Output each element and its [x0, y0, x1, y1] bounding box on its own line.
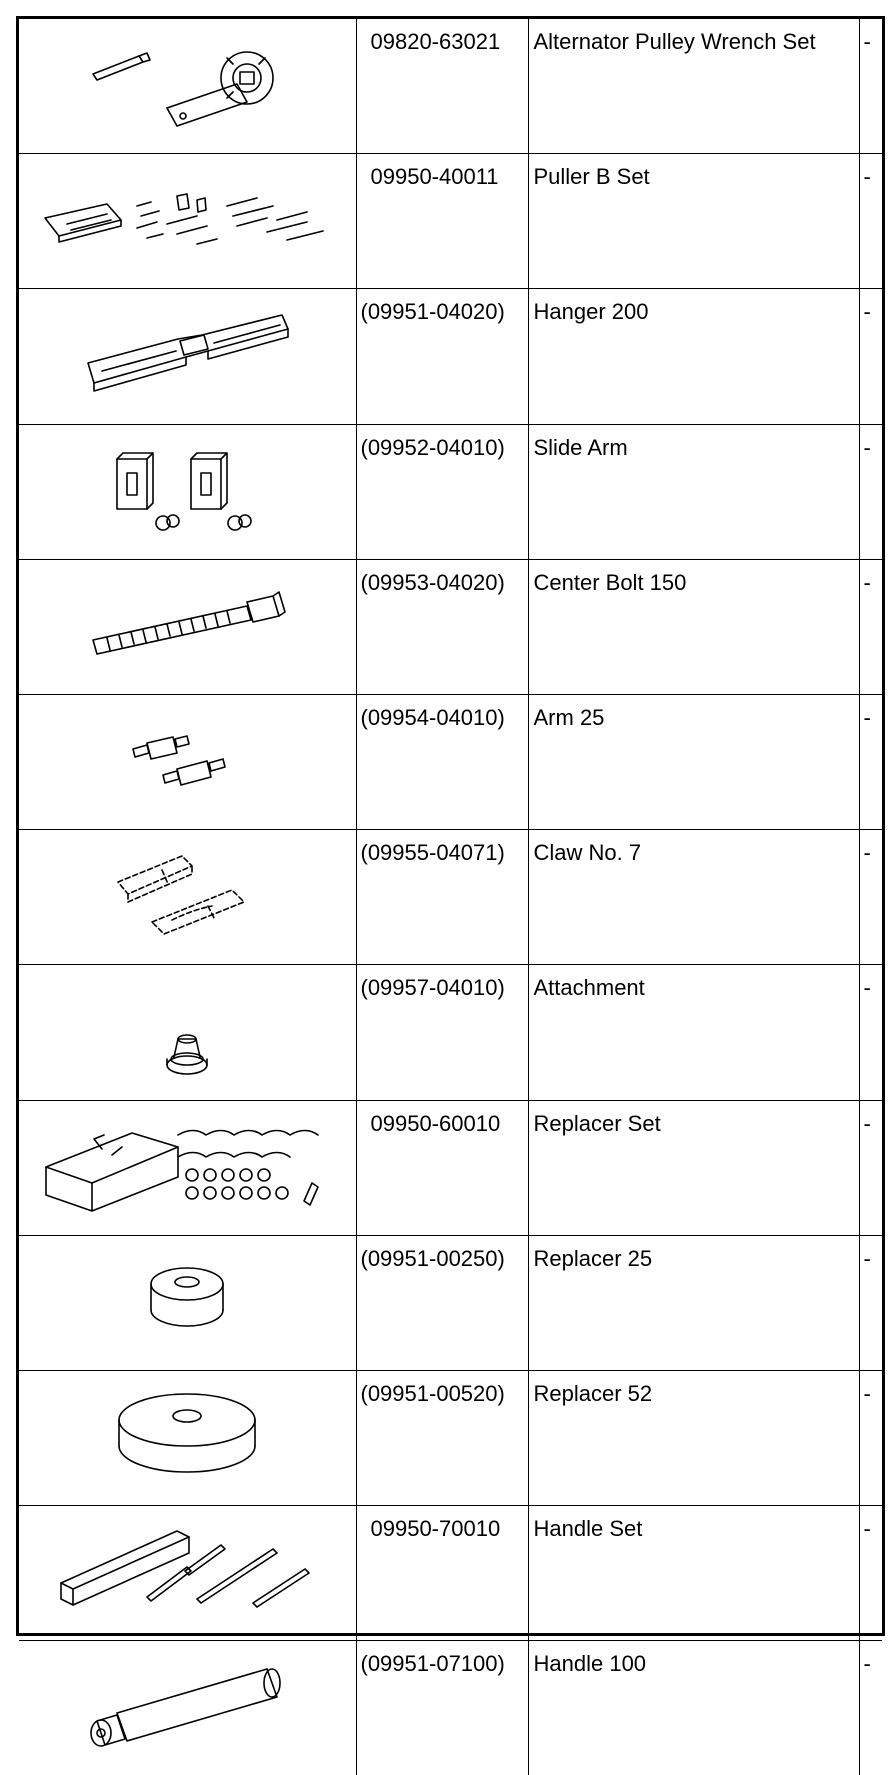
- slide-arm-icon: [116, 451, 253, 531]
- tool-illustration-cell: [19, 693, 357, 831]
- table-row: 09820-63021 Alternator Pulley Wrench Set…: [19, 19, 882, 155]
- tool-illustration-cell: [19, 1234, 357, 1371]
- row-mark: -: [858, 288, 882, 425]
- part-number: (09954-04010): [355, 693, 529, 831]
- row-mark: -: [858, 153, 882, 290]
- part-number: (09952-04010): [355, 423, 529, 560]
- row-mark: -: [858, 829, 882, 966]
- replacer-52-icon: [118, 1393, 257, 1473]
- table-row: (09954-04010) Arm 25 -: [19, 693, 882, 831]
- tool-illustration-cell: [19, 153, 357, 290]
- tool-illustration-cell: [19, 1640, 357, 1775]
- row-mark: -: [858, 1234, 882, 1371]
- alternator-pulley-wrench-set-icon: [92, 51, 275, 127]
- tool-illustration-cell: [19, 964, 357, 1101]
- replacer-25-icon: [150, 1266, 225, 1327]
- tool-illustration-cell: [19, 558, 357, 695]
- row-mark: -: [858, 1369, 882, 1507]
- puller-b-set-icon: [44, 193, 325, 245]
- table-row: (09951-04020) Hanger 200 -: [19, 288, 882, 425]
- row-mark: -: [858, 423, 882, 560]
- tool-name: Attachment: [527, 964, 860, 1101]
- part-number: (09951-00250): [355, 1234, 529, 1371]
- part-number: (09951-04020): [355, 288, 529, 425]
- tool-name: Slide Arm: [527, 423, 860, 560]
- hanger-icon: [87, 314, 290, 393]
- special-tools-table-sheet: 09820-63021 Alternator Pulley Wrench Set…: [16, 16, 885, 1775]
- row-mark: -: [858, 558, 882, 695]
- part-number: (09957-04010): [355, 964, 529, 1101]
- table-row: (09951-00520) Replacer 52 -: [19, 1369, 882, 1507]
- attachment-icon: [166, 1034, 209, 1076]
- tool-name: Center Bolt 150: [527, 558, 860, 695]
- tool-illustration-cell: [19, 288, 357, 425]
- row-mark: -: [858, 693, 882, 831]
- tool-name: Hanger 200: [527, 288, 860, 425]
- tool-name: Replacer 25: [527, 1234, 860, 1371]
- tool-name: Handle 100: [527, 1640, 860, 1775]
- arm-icon: [132, 735, 227, 786]
- tool-name: Arm 25: [527, 693, 860, 831]
- tool-name: Puller B Set: [527, 153, 860, 290]
- tool-illustration-cell: [19, 829, 357, 966]
- table-row: (09957-04010) Attachment -: [19, 964, 882, 1101]
- tool-illustration-cell: [19, 1505, 357, 1642]
- table-row: (09951-07100) Handle 100 -: [19, 1640, 882, 1775]
- part-number: (09955-04071): [355, 829, 529, 966]
- part-number: (09953-04020): [355, 558, 529, 695]
- table-row: (09951-00250) Replacer 25 -: [19, 1234, 882, 1371]
- tool-name: Handle Set: [527, 1505, 860, 1642]
- tool-name: Alternator Pulley Wrench Set: [527, 19, 860, 155]
- tool-illustration-cell: [19, 1369, 357, 1507]
- row-mark: -: [858, 964, 882, 1101]
- handle-icon: [90, 1668, 282, 1748]
- part-number: 09820-63021: [355, 19, 529, 155]
- part-number: (09951-07100): [355, 1640, 529, 1775]
- table-row: 09950-60010 Replacer Set -: [19, 1099, 882, 1236]
- tool-name: Claw No. 7: [527, 829, 860, 966]
- special-tools-table: 09820-63021 Alternator Pulley Wrench Set…: [19, 19, 882, 1775]
- row-mark: -: [858, 1505, 882, 1642]
- handle-set-icon: [60, 1530, 311, 1608]
- table-row: (09952-04010) Slide Arm -: [19, 423, 882, 560]
- tool-name: Replacer Set: [527, 1099, 860, 1236]
- table-row: (09955-04071) Claw No. 7 -: [19, 829, 882, 966]
- row-mark: -: [858, 19, 882, 155]
- tool-illustration-cell: [19, 1099, 357, 1236]
- center-bolt-icon: [92, 590, 287, 655]
- tool-illustration-cell: [19, 423, 357, 560]
- replacer-set-icon: [45, 1129, 320, 1212]
- tool-illustration-cell: [19, 19, 357, 155]
- row-mark: -: [858, 1099, 882, 1236]
- row-mark: -: [858, 1640, 882, 1775]
- part-number: (09951-00520): [355, 1369, 529, 1507]
- claw-icon: [117, 855, 246, 935]
- part-number: 09950-40011: [355, 153, 529, 290]
- part-number: 09950-70010: [355, 1505, 529, 1642]
- tool-name: Replacer 52: [527, 1369, 860, 1507]
- table-row: 09950-70010 Handle Set -: [19, 1505, 882, 1642]
- part-number: 09950-60010: [355, 1099, 529, 1236]
- table-row: (09953-04020) Center Bolt 150 -: [19, 558, 882, 695]
- table-row: 09950-40011 Puller B Set -: [19, 153, 882, 290]
